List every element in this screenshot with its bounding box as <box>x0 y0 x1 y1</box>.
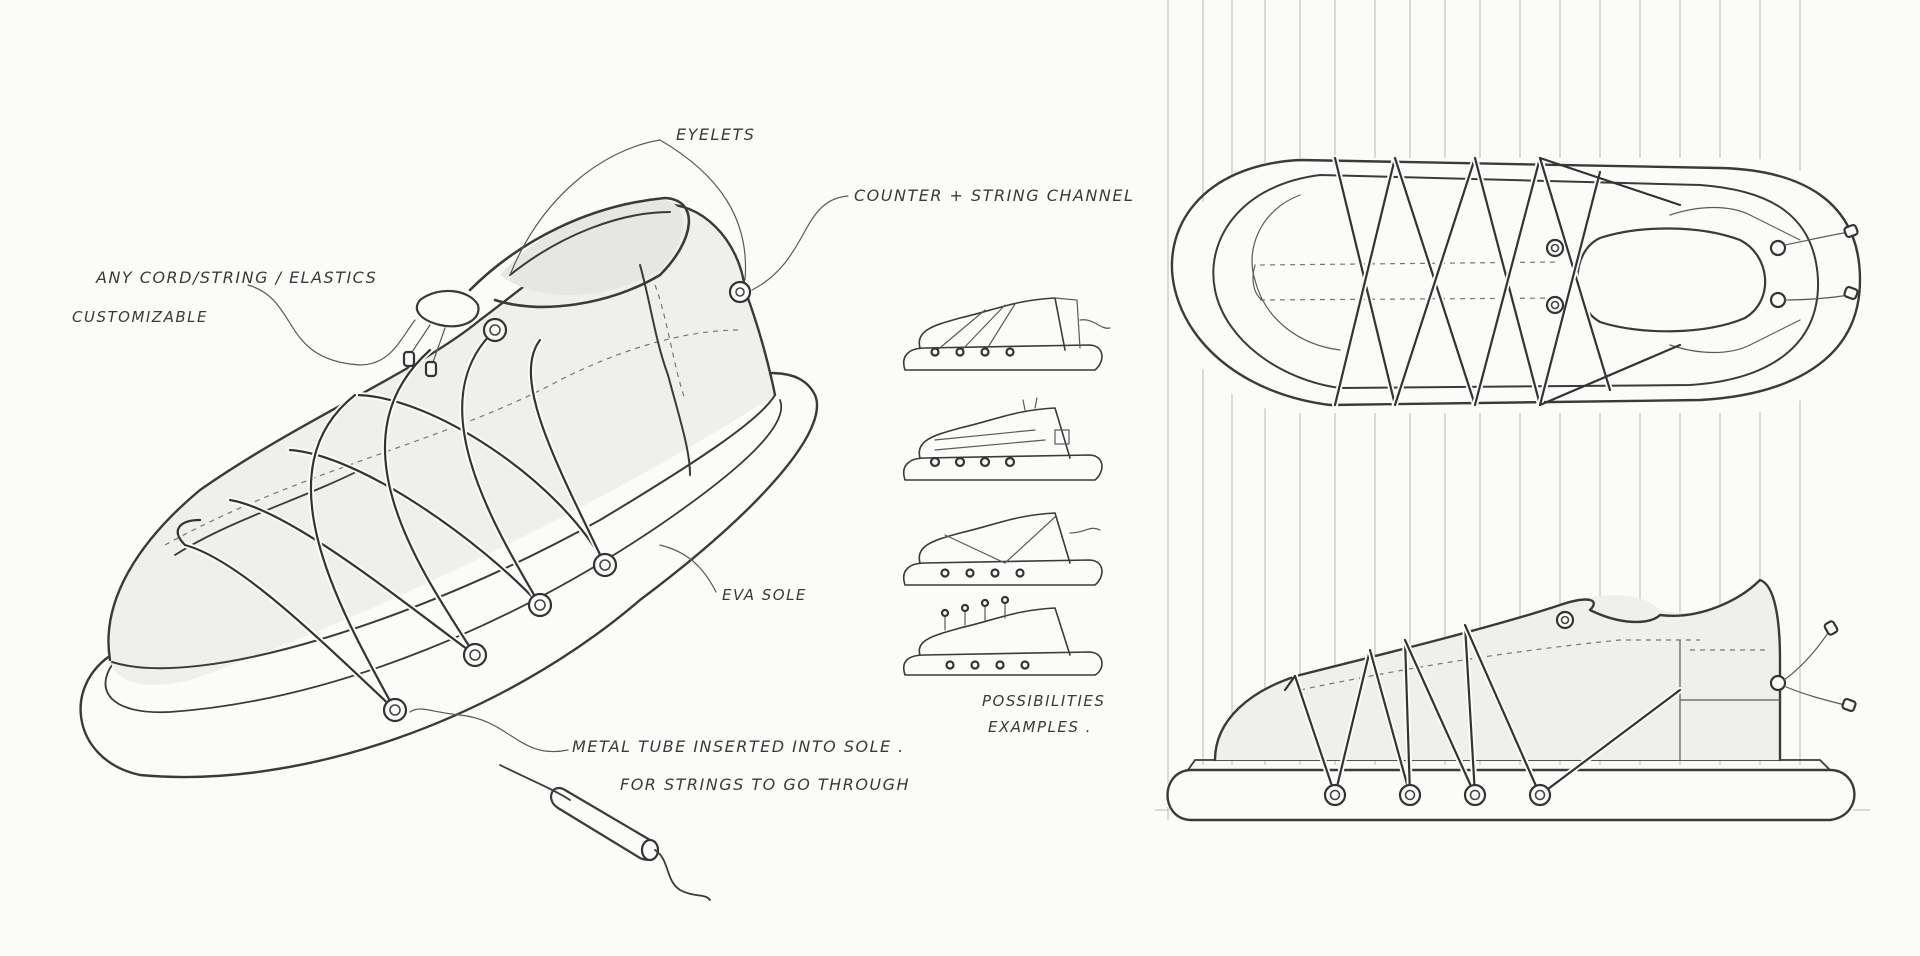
label-cord-line1: ANY CORD/STRING / ELASTICS <box>95 268 377 287</box>
annotations: EYELETS COUNTER + STRING CHANNEL ANY COR… <box>72 125 1134 794</box>
metal-tube-detail <box>499 764 711 901</box>
perspective-heel-counter <box>639 264 691 476</box>
perspective-cord-lock <box>415 289 480 328</box>
label-counter: COUNTER + STRING CHANNEL <box>854 186 1134 205</box>
eva-leader <box>659 544 717 593</box>
top-view-sole <box>1170 158 1862 407</box>
perspective-collar-shade <box>500 200 684 296</box>
example-2 <box>903 397 1103 481</box>
side-view-sole <box>1166 768 1856 822</box>
label-eva-sole: EVA SOLE <box>722 586 807 604</box>
eyelets-leader-a <box>509 139 661 276</box>
perspective-collar-inner <box>509 211 671 276</box>
perspective-counter-stitch <box>654 284 686 401</box>
top-view-shoe <box>1170 155 1872 413</box>
perspective-upper-fill <box>108 204 775 685</box>
side-view-shoe <box>1166 578 1857 825</box>
perspective-eyelets <box>382 280 752 723</box>
side-view-laces <box>1283 622 1683 798</box>
counter-leader <box>751 195 849 291</box>
example-1 <box>903 297 1111 371</box>
perspective-shoe <box>79 196 819 901</box>
label-examples-line2: EXAMPLES . <box>988 718 1092 736</box>
example-3 <box>903 512 1103 586</box>
perspective-welt-line <box>111 394 776 670</box>
perspective-stitch-line <box>164 329 741 546</box>
label-examples-line1: POSSIBILITIES <box>982 692 1105 710</box>
label-cord-line2: CUSTOMIZABLE <box>72 308 208 326</box>
tube-leader <box>409 708 569 753</box>
example-4 <box>903 595 1103 676</box>
eyelets-leader-b <box>659 139 747 281</box>
perspective-sole-inner <box>104 399 783 714</box>
label-eyelets: EYELETS <box>676 125 755 144</box>
perspective-sole-outer <box>79 371 819 779</box>
top-view-upper <box>1212 174 1820 389</box>
perspective-laces <box>176 327 608 713</box>
perspective-collar <box>468 196 691 309</box>
side-view-upper <box>1213 578 1782 762</box>
example-sketches <box>903 297 1111 676</box>
cord-leader <box>247 284 416 366</box>
leader-lines <box>247 139 849 753</box>
top-view-laces <box>1332 155 1682 408</box>
label-tube-line1: METAL TUBE INSERTED INTO SOLE . <box>572 737 905 756</box>
label-tube-line2: FOR STRINGS TO GO THROUGH <box>620 775 910 794</box>
